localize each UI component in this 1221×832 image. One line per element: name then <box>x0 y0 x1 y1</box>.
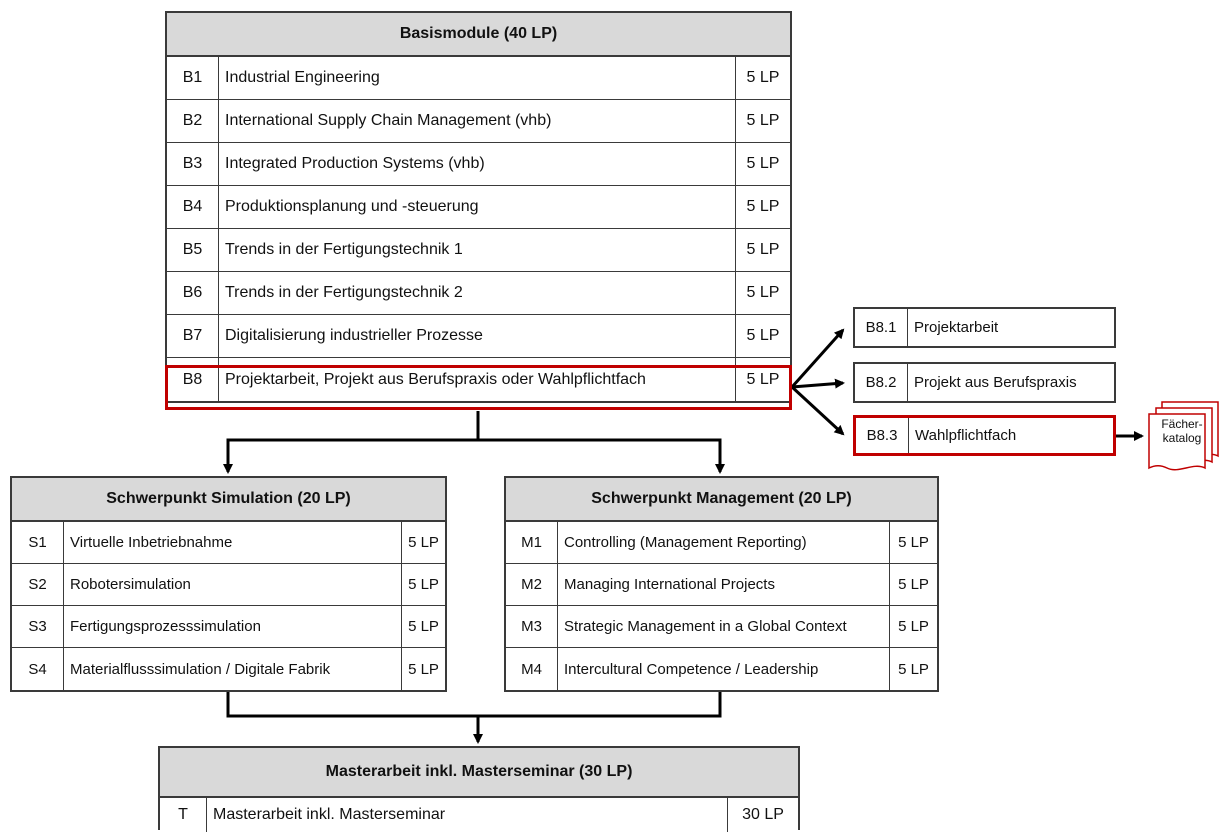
module-code: B8 <box>167 358 219 401</box>
arrow-b8-to-b8-2 <box>791 378 845 389</box>
catalog-label: Fächer- katalog <box>1161 417 1203 445</box>
module-credits: 5 LP <box>746 284 780 301</box>
module-code: B4 <box>167 186 219 228</box>
module-credits: 5 LP <box>898 618 929 635</box>
module-credits: 5 LP <box>898 576 929 593</box>
module-credits: 5 LP <box>898 534 929 551</box>
module-credits: 5 LP <box>746 198 780 215</box>
option-code: B8.3 <box>856 418 909 453</box>
module-code: M2 <box>506 564 558 605</box>
module-credits: 5 LP <box>898 660 929 678</box>
arrow-b8-to-b8-1 <box>790 328 845 389</box>
module-name: Materialflusssimulation / Digitale Fabri… <box>64 648 402 690</box>
module-name: Fertigungsprozesssimulation <box>64 606 402 647</box>
module-name: Produktionsplanung und -steuerung <box>219 186 736 228</box>
module-name: Integrated Production Systems (vhb) <box>219 143 736 185</box>
merge-connector <box>226 690 722 730</box>
module-credits: 5 LP <box>408 618 439 635</box>
option-name: Projekt aus Berufspraxis <box>914 374 1077 391</box>
module-code: S3 <box>12 606 64 647</box>
module-code: M4 <box>506 648 558 690</box>
option-code: B8.2 <box>855 364 908 401</box>
split-connector <box>226 411 722 468</box>
master-thesis-table: Masterarbeit inkl. Masterseminar (30 LP)… <box>158 746 800 832</box>
simulation-title: Schwerpunkt Simulation (20 LP) <box>12 478 445 522</box>
b8-option-box: B8.1 Projektarbeit <box>853 307 1116 348</box>
module-name: Managing International Projects <box>558 564 890 605</box>
option-code: B8.1 <box>855 309 908 346</box>
module-name: Strategic Management in a Global Context <box>558 606 890 647</box>
module-name: Controlling (Management Reporting) <box>558 522 890 563</box>
module-code: M1 <box>506 522 558 563</box>
management-title: Schwerpunkt Management (20 LP) <box>506 478 937 522</box>
module-code: B1 <box>167 57 219 99</box>
module-credits: 5 LP <box>408 576 439 593</box>
module-credits: 30 LP <box>742 806 784 823</box>
module-name: Trends in der Fertigungstechnik 1 <box>219 229 736 271</box>
module-code: S2 <box>12 564 64 605</box>
module-name: Industrial Engineering <box>219 57 736 99</box>
basismodule-title: Basismodule (40 LP) <box>167 13 790 57</box>
module-name: Projektarbeit, Projekt aus Berufspraxis … <box>219 358 736 401</box>
module-code: T <box>160 798 207 832</box>
module-code: B7 <box>167 315 219 357</box>
module-credits: 5 LP <box>746 370 780 388</box>
module-code: M3 <box>506 606 558 647</box>
module-credits: 5 LP <box>746 327 780 344</box>
module-name: Trends in der Fertigungstechnik 2 <box>219 272 736 314</box>
module-credits: 5 LP <box>746 155 780 172</box>
module-credits: 5 LP <box>746 112 780 129</box>
module-name: Digitalisierung industrieller Prozesse <box>219 315 736 357</box>
document-stack-icon <box>1148 401 1219 471</box>
module-code: B5 <box>167 229 219 271</box>
module-name: Robotersimulation <box>64 564 402 605</box>
module-name: Masterarbeit inkl. Masterseminar <box>207 798 728 832</box>
arrow-b8-to-b8-3 <box>790 385 845 436</box>
module-code: S1 <box>12 522 64 563</box>
module-name: International Supply Chain Management (v… <box>219 100 736 142</box>
module-name: Intercultural Competence / Leadership <box>558 648 890 690</box>
module-name: Virtuelle Inbetriebnahme <box>64 522 402 563</box>
module-code: B3 <box>167 143 219 185</box>
module-code: B6 <box>167 272 219 314</box>
module-credits: 5 LP <box>746 241 780 258</box>
module-credits: 5 LP <box>746 69 780 86</box>
option-name: Projektarbeit <box>914 319 999 336</box>
option-name: Wahlpflichtfach <box>915 427 1017 444</box>
master-title: Masterarbeit inkl. Masterseminar (30 LP) <box>160 748 798 798</box>
b8-option-box-highlighted: B8.3 Wahlpflichtfach <box>853 415 1116 456</box>
b8-option-box: B8.2 Projekt aus Berufspraxis <box>853 362 1116 403</box>
module-code: B2 <box>167 100 219 142</box>
module-code: S4 <box>12 648 64 690</box>
module-credits: 5 LP <box>408 534 439 551</box>
module-credits: 5 LP <box>408 660 439 678</box>
